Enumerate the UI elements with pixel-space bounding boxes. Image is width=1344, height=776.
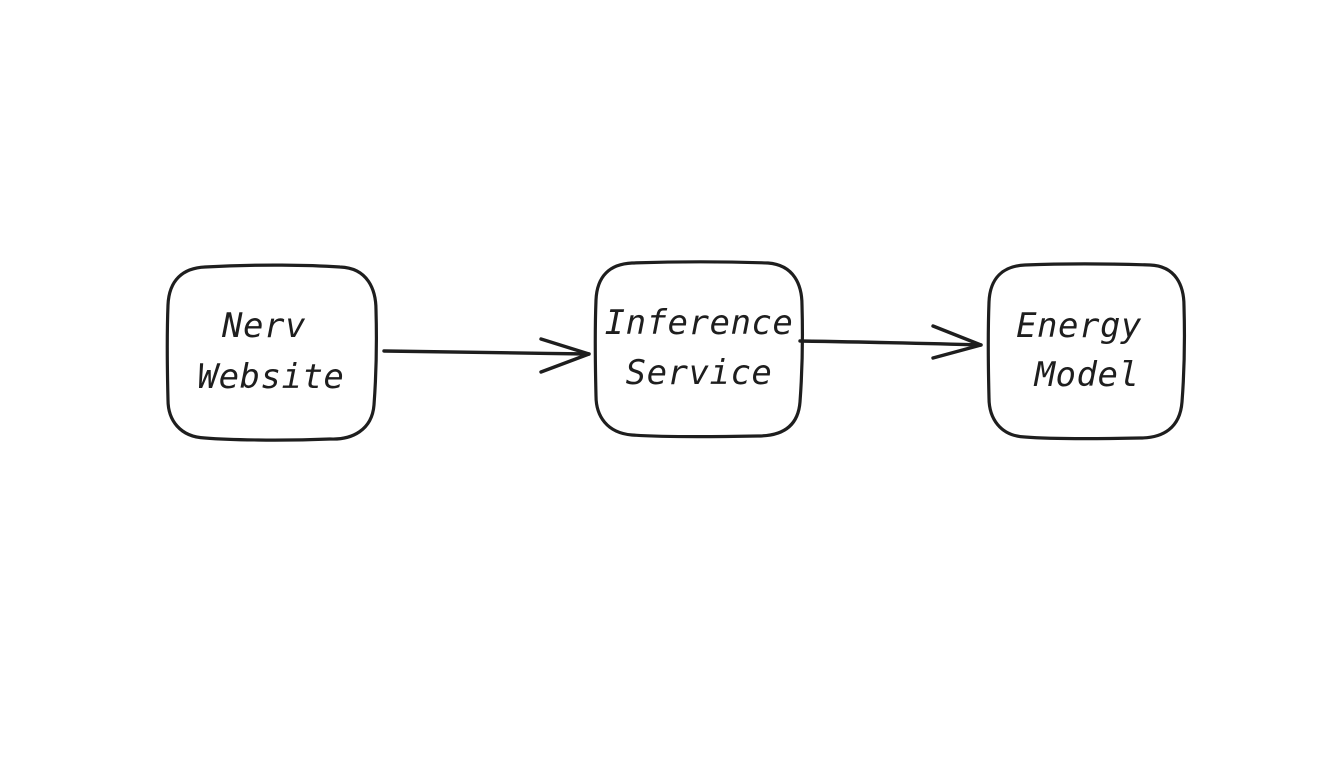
edge-nerv-to-inference[interactable] [382,337,591,374]
node-label-line-2: Website [198,357,345,397]
node-box [165,263,378,442]
node-label-line-1: Inference [605,303,794,343]
node-box [986,262,1186,441]
arrow-line [798,339,983,347]
node-nerv-website[interactable]: Nerv Website [165,263,378,442]
node-box [593,260,804,439]
arrow-line [382,349,591,356]
node-label-line-2: Model [1034,355,1140,395]
arrow-head-icon [931,324,983,360]
node-energy-model[interactable]: Energy Model [986,262,1186,441]
node-label-line-2: Service [626,353,773,393]
node-label-line-1: Energy [1016,306,1142,346]
node-inference-service[interactable]: Inference Service [593,260,804,439]
arrow-head-icon [539,337,591,374]
edge-inference-to-energy[interactable] [798,324,983,360]
node-label-line-1: Nerv [221,306,306,346]
